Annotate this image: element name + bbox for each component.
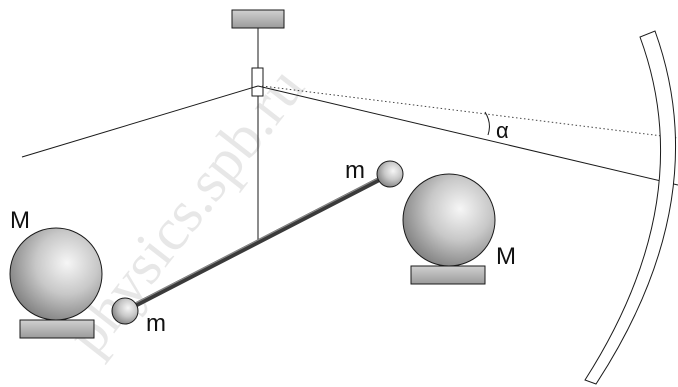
mirror [251,67,264,97]
base-left [19,319,95,339]
original-ray-dotted [261,85,678,139]
ceiling-block [231,9,285,29]
label-big-mass-left: M [10,207,30,234]
big-sphere-right [402,173,496,267]
label-big-mass-right: M [496,243,516,270]
torsion-rod-highlight [125,171,391,309]
big-sphere-left [9,227,103,321]
small-sphere-bottom [111,297,139,325]
incident-ray [21,85,259,158]
watermark-text: physics.spb.ru [53,55,316,366]
angle-arc [484,111,490,136]
base-right [410,265,486,285]
scale-screen [584,30,677,385]
label-small-mass-bottom: m [146,310,166,337]
small-sphere-top [376,160,404,188]
reflected-ray [257,85,678,186]
torsion-rod [123,171,393,313]
label-angle-alpha: α [496,118,509,143]
label-small-mass-top: m [345,157,365,184]
